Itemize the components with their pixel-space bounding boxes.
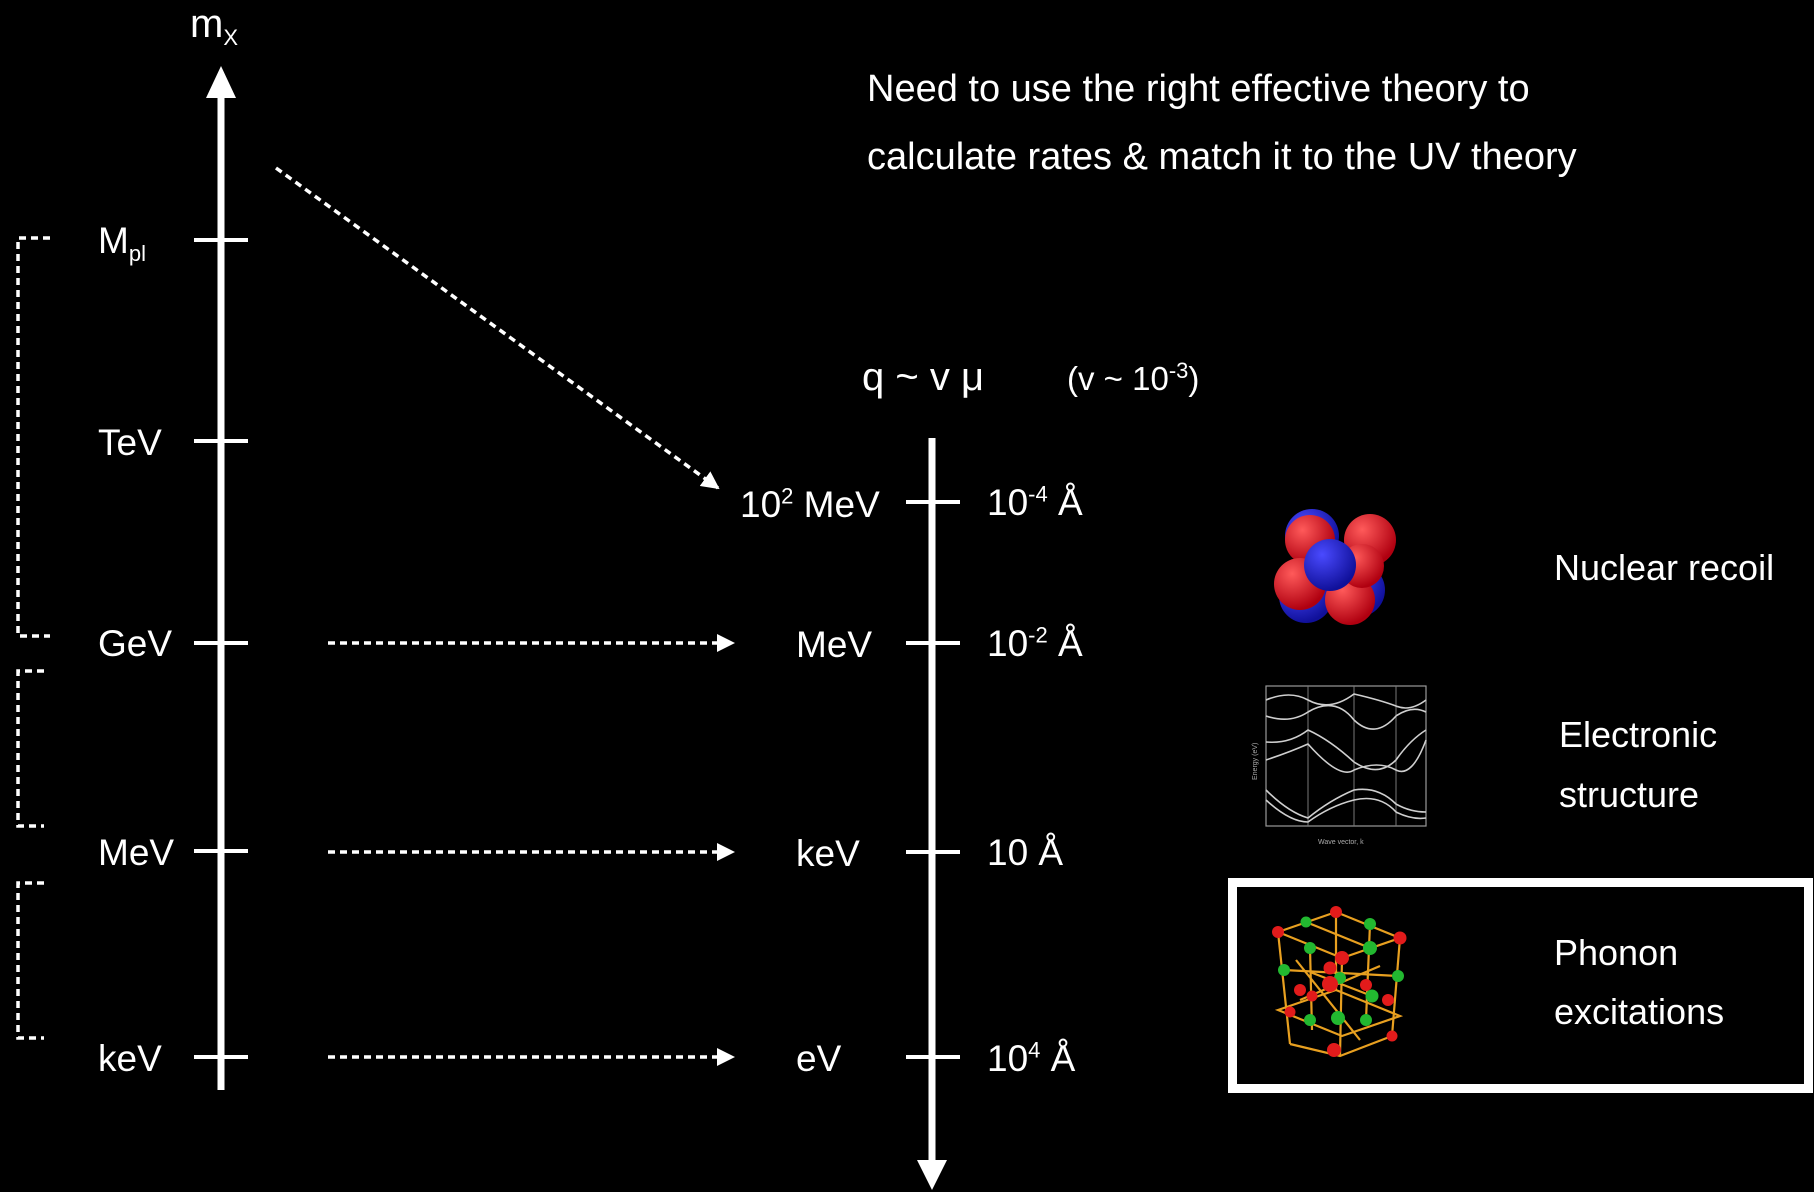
regime-phonon-line2: excitations [1554,991,1725,1032]
nucleus-icon [1274,509,1396,625]
momentum-formula: q ~ v μ [862,355,984,399]
length-label-10: 10 Å [987,832,1064,873]
label-mev: MeV [98,832,175,873]
bracket-middle [16,669,44,828]
label-kev: keV [98,1038,162,1079]
length-label-1e-2-coef: 10 [987,623,1029,664]
svg-text:Wave vector, k: Wave vector, k [1318,839,1364,846]
crystal-lattice-icon [1272,906,1407,1058]
regime-brackets [16,236,50,1040]
length-label-1e4-coef: 10 [987,1038,1029,1079]
bracket-lower [16,881,44,1040]
energy-label-ev: eV [796,1038,842,1079]
velocity-note-prefix: (v ~ 10 [1067,360,1169,397]
headline-line2: calculate rates & match it to the UV the… [867,136,1577,178]
length-label-1e-4-exp: -4 [1028,481,1048,507]
mass-axis-arrowhead [206,66,236,98]
velocity-note: (v ~ 10-3) [1067,360,1200,397]
regime-nuclear-recoil: Nuclear recoil [1554,547,1775,588]
bracket-upper [16,236,50,638]
regime-phonon-line1: Phonon [1554,932,1679,973]
velocity-note-suffix: ) [1188,360,1200,397]
momentum-axis-arrowhead [917,1160,947,1190]
length-label-1e4-exp: 4 [1028,1037,1041,1063]
energy-label-kev: keV [796,833,860,874]
length-label-1e-4-unit: Å [1047,482,1083,523]
length-label-1e-4-coef: 10 [987,482,1029,523]
momentum-axis [906,438,960,1190]
label-tev: TeV [98,422,162,463]
length-label-1e-2-unit: Å [1047,623,1083,664]
regime-electronic-line1: Electronic [1559,714,1718,755]
mapping-arrow-mpl [274,166,720,490]
energy-label-100mev: 102 MeV [740,483,880,525]
energy-label-100mev-exp: 2 [781,483,794,509]
energy-label-100mev-unit: MeV [793,484,880,525]
mass-axis-label-base: m [190,2,224,46]
energy-label-100mev-coef: 10 [740,484,782,525]
label-mpl-sub: pl [128,241,146,266]
band-structure-icon: Wave vector, k Energy (eV) [1252,685,1427,846]
length-label-1e-2-exp: -2 [1028,622,1048,648]
length-label-1e-4: 10-4 Å [987,481,1083,523]
length-label-1e4: 104 Å [987,1037,1076,1079]
label-mpl-base: M [98,220,129,261]
headline-line1: Need to use the right effective theory t… [867,68,1530,110]
label-mpl: Mpl [98,220,146,265]
energy-label-mev: MeV [796,624,873,665]
mass-axis [194,66,248,1090]
mass-axis-label: mX [190,2,238,49]
svg-text:Energy (eV): Energy (eV) [1252,743,1259,780]
label-gev: GeV [98,623,173,664]
length-label-1e4-unit: Å [1040,1038,1076,1079]
regime-electronic-line2: structure [1559,774,1700,815]
highlight-box-phonon [1228,878,1813,1093]
mass-axis-label-sub: X [223,25,239,50]
velocity-note-exp: -3 [1168,358,1189,383]
length-label-1e-2: 10-2 Å [987,622,1083,664]
